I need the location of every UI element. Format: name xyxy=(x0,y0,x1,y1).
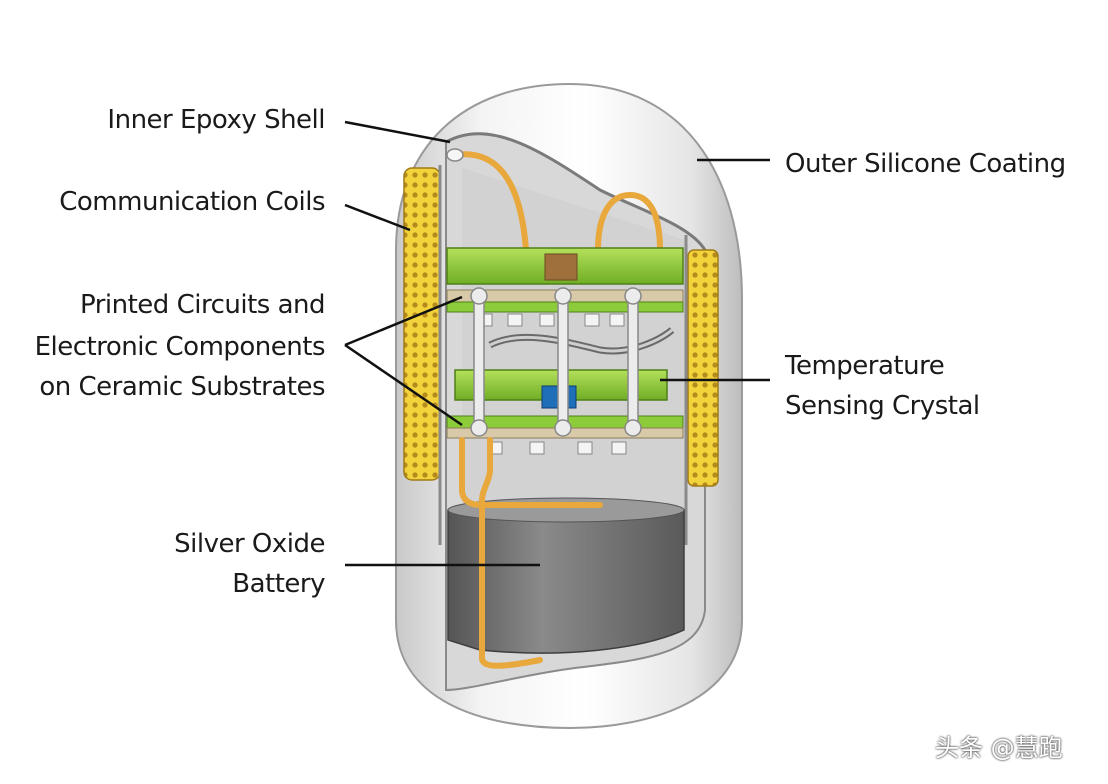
leader-printed-circuits-upper xyxy=(344,295,463,347)
inner-shell-rim xyxy=(445,132,707,251)
label-printed-circuits-line1: Printed Circuits and xyxy=(80,290,326,320)
wire-harness-highlight xyxy=(489,328,673,353)
wire-battery xyxy=(459,437,603,669)
label-silver-oxide-line2: Battery xyxy=(232,569,325,599)
smd-component xyxy=(507,313,523,327)
leader-lines xyxy=(344,120,770,567)
label-inner-epoxy-shell: Inner Epoxy Shell xyxy=(107,105,325,135)
watermark: 头条 @慧跑 xyxy=(935,734,1063,762)
leader-printed-circuits-lower xyxy=(344,343,463,427)
smd-component xyxy=(539,313,555,327)
smd-component xyxy=(611,441,627,455)
board-pins xyxy=(470,287,642,437)
label-outer-silicone-coating: Outer Silicone Coating xyxy=(785,149,1066,179)
leader-communication-coils xyxy=(344,203,411,232)
label-silver-oxide-line1: Silver Oxide xyxy=(174,529,325,559)
smd-component xyxy=(609,313,625,327)
wire-top-left xyxy=(452,151,529,253)
label-printed-circuits-line3: on Ceramic Substrates xyxy=(39,372,325,402)
label-temperature-line1: Temperature xyxy=(785,351,945,381)
smd-component xyxy=(577,441,593,455)
circuit-component-brown xyxy=(544,253,578,281)
leader-inner-epoxy-shell xyxy=(344,120,451,144)
wire-top-right xyxy=(595,191,663,253)
communication-coil-left xyxy=(403,167,441,481)
wire-connector xyxy=(446,148,464,162)
label-printed-circuits-line2: Electronic Components xyxy=(34,332,326,362)
label-temperature-line2: Sensing Crystal xyxy=(785,391,980,421)
smd-component xyxy=(529,441,545,455)
label-communication-coils: Communication Coils xyxy=(59,187,325,217)
communication-coil-right xyxy=(687,249,719,487)
smd-component xyxy=(584,313,600,327)
